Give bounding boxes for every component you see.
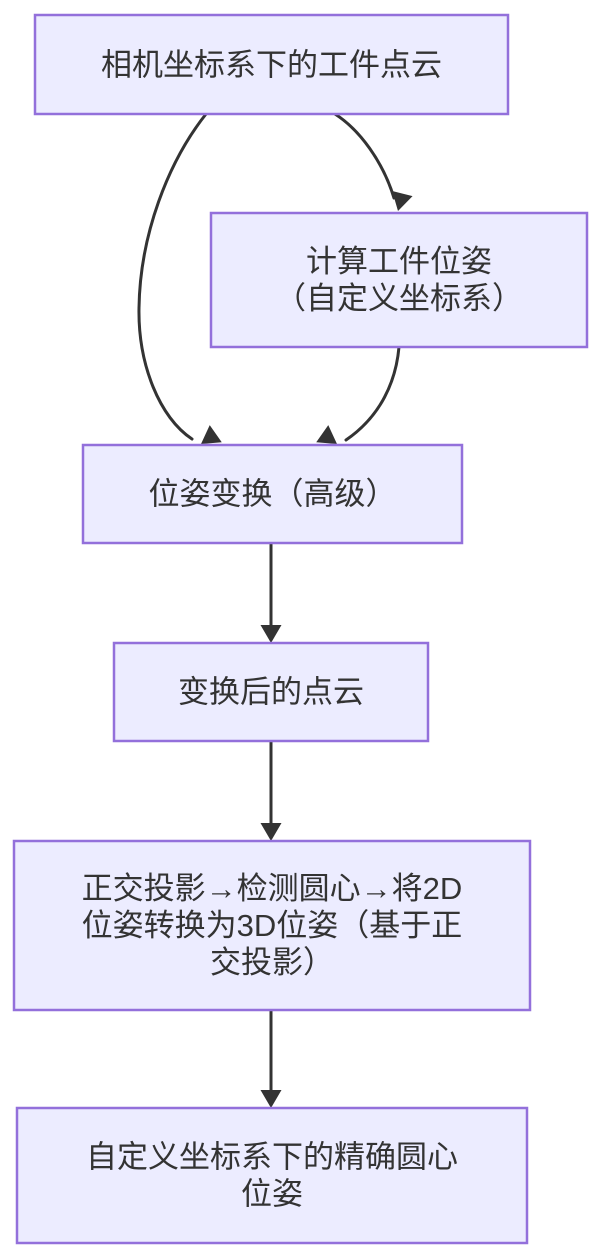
node-compute-pose: 计算工件位姿 （自定义坐标系） — [209, 211, 589, 349]
node-precise-circle-pose: 自定义坐标系下的精确圆心 位姿 — [15, 1106, 529, 1245]
node-ortho-projection-label-line1: 正交投影→检测圆心→将2D — [82, 871, 463, 906]
node-ortho-projection-label-line3: 交投影） — [210, 945, 334, 980]
node-pose-transform-label: 位姿变换（高级） — [149, 477, 397, 512]
edge-ortho-to-precise — [260, 1008, 282, 1108]
edge-camera-to-compute-pose-line — [333, 112, 396, 200]
node-compute-pose-label-line2: （自定义坐标系） — [275, 281, 523, 316]
node-pose-transform: 位姿变换（高级） — [81, 443, 464, 545]
node-ortho-projection-box — [12, 839, 532, 1012]
node-camera-pointcloud: 相机坐标系下的工件点云 — [33, 13, 510, 116]
edge-camera-to-pose-transform-line — [137, 112, 208, 441]
edge-pose-transform-to-transformed — [260, 541, 282, 643]
node-compute-pose-label-line1: 计算工件位姿 — [306, 244, 492, 279]
node-precise-circle-pose-box — [15, 1106, 529, 1245]
arrowhead-into-compute-pose — [392, 190, 413, 211]
node-precise-circle-pose-label-line1: 自定义坐标系下的精确圆心 — [86, 1140, 458, 1175]
node-transformed-pointcloud: 变换后的点云 — [112, 641, 430, 743]
node-pose-transform-box — [81, 443, 464, 545]
arrowhead-into-precise — [260, 1090, 282, 1108]
node-precise-circle-pose-label-line2: 位姿 — [241, 1177, 303, 1212]
edge-compute-pose-to-pose-transform-line — [344, 345, 401, 442]
edge-transformed-to-ortho — [260, 739, 282, 841]
arrowhead-into-ortho — [260, 823, 282, 841]
node-compute-pose-box — [209, 211, 589, 349]
edge-compute-pose-to-pose-transform — [316, 345, 401, 444]
edge-camera-to-pose-transform — [137, 112, 222, 444]
edge-camera-to-compute-pose — [333, 112, 413, 211]
node-camera-pointcloud-label: 相机坐标系下的工件点云 — [101, 48, 442, 83]
node-camera-pointcloud-box — [33, 13, 510, 116]
node-transformed-pointcloud-label: 变换后的点云 — [178, 675, 364, 710]
arrowhead-into-transformed — [260, 625, 282, 643]
arrowhead-into-pose-transform-right — [316, 425, 337, 444]
node-ortho-projection: 正交投影→检测圆心→将2D 位姿转换为3D位姿（基于正 交投影） — [12, 839, 532, 1012]
node-ortho-projection-label-line2: 位姿转换为3D位姿（基于正 — [82, 908, 463, 943]
node-transformed-pointcloud-box — [112, 641, 430, 743]
arrowhead-into-pose-transform-left — [201, 425, 222, 444]
